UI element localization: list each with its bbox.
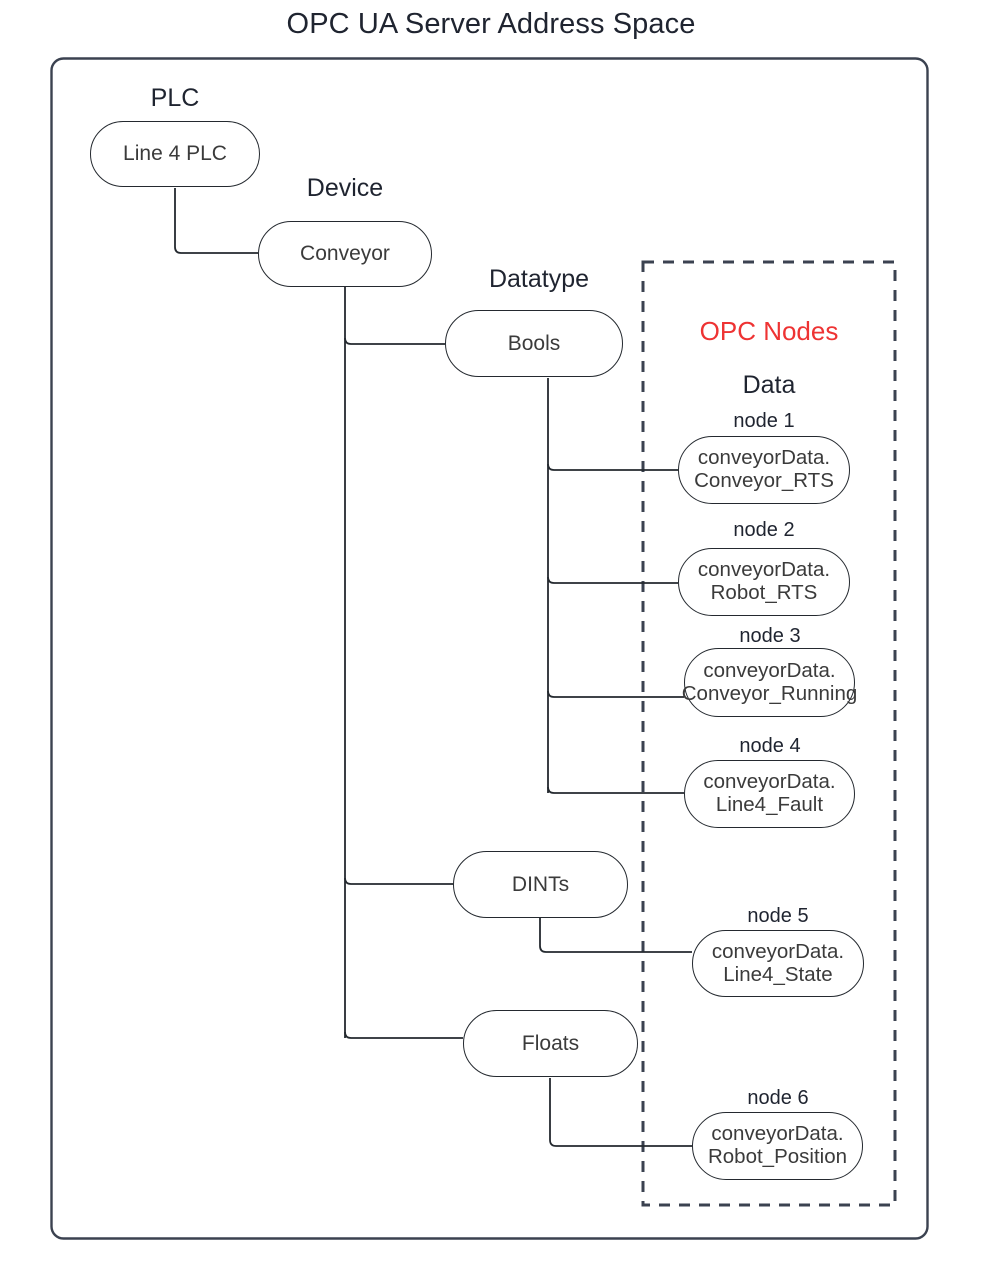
opc-node-5-line1: conveyorData. — [711, 939, 845, 963]
edge-floats-to-node6 — [549, 1078, 692, 1147]
node-line4-plc[interactable]: Line 4 PLC — [90, 121, 260, 187]
opc-node-1-line2: Conveyor_RTS — [694, 469, 834, 492]
edge-bools-to-node2 — [547, 576, 678, 584]
edge-bools-to-node3 — [547, 690, 684, 698]
edge-bools-to-node1 — [547, 463, 678, 471]
page-title: OPC UA Server Address Space — [286, 8, 696, 40]
opc-node-2[interactable]: conveyorData. Robot_RTS — [678, 548, 850, 616]
node-datatype-floats-label: Floats — [521, 1031, 580, 1055]
caption-data: Data — [742, 371, 796, 399]
opc-node-2-line1: conveyorData. — [697, 558, 831, 582]
opc-node-6[interactable]: conveyorData. Robot_Position — [692, 1112, 863, 1180]
opc-node-5[interactable]: conveyorData. Line4_State — [692, 930, 864, 997]
opc-node-4-line2: Line4_Fault — [715, 793, 824, 816]
opc-node-4-line1: conveyorData. — [703, 770, 836, 794]
caption-node-6: node 6 — [747, 1087, 809, 1109]
caption-datatype: Datatype — [488, 265, 590, 293]
node-datatype-dints-label: DINTs — [511, 872, 570, 896]
caption-node-2: node 2 — [733, 519, 795, 541]
node-datatype-bools[interactable]: Bools — [445, 310, 623, 377]
node-conveyor[interactable]: Conveyor — [258, 221, 432, 287]
opc-node-5-line2: Line4_State — [723, 962, 833, 986]
caption-plc: PLC — [150, 84, 200, 112]
edge-conveyor-to-floats — [344, 1031, 463, 1039]
opc-node-3-line2: Conveyor_Running — [681, 681, 858, 705]
outer-container-box — [50, 57, 929, 1240]
node-datatype-dints[interactable]: DINTs — [453, 851, 628, 918]
opc-node-1[interactable]: conveyorData. Conveyor_RTS — [678, 436, 850, 504]
caption-opc-nodes: OPC Nodes — [699, 316, 839, 346]
node-datatype-floats[interactable]: Floats — [463, 1010, 638, 1077]
edge-conveyor-to-bools — [344, 337, 445, 345]
edge-conveyor-to-dints — [344, 877, 453, 885]
node-datatype-bools-label: Bools — [507, 331, 561, 355]
edge-plc-to-conveyor — [174, 188, 258, 254]
caption-node-1: node 1 — [733, 410, 795, 432]
opc-node-4[interactable]: conveyorData. Line4_Fault — [684, 760, 855, 828]
opc-node-3[interactable]: conveyorData. Conveyor_Running — [681, 648, 858, 717]
opc-node-1-line1: conveyorData. — [697, 446, 831, 470]
edge-bools-to-node4 — [547, 786, 684, 794]
edge-dints-to-node5 — [539, 918, 692, 953]
caption-node-3: node 3 — [739, 625, 801, 647]
caption-device: Device — [306, 174, 384, 202]
node-line4-plc-label: Line 4 PLC — [123, 142, 227, 166]
opc-node-6-line1: conveyorData. — [711, 1122, 844, 1146]
caption-node-4: node 4 — [739, 735, 801, 757]
opc-node-6-line2: Robot_Position — [707, 1145, 848, 1168]
opc-node-2-line2: Robot_RTS — [710, 581, 818, 604]
node-conveyor-label: Conveyor — [300, 242, 390, 266]
caption-node-5: node 5 — [747, 905, 809, 927]
opc-nodes-dashed-box — [641, 260, 897, 1207]
opc-node-3-line1: conveyorData. — [703, 658, 836, 682]
